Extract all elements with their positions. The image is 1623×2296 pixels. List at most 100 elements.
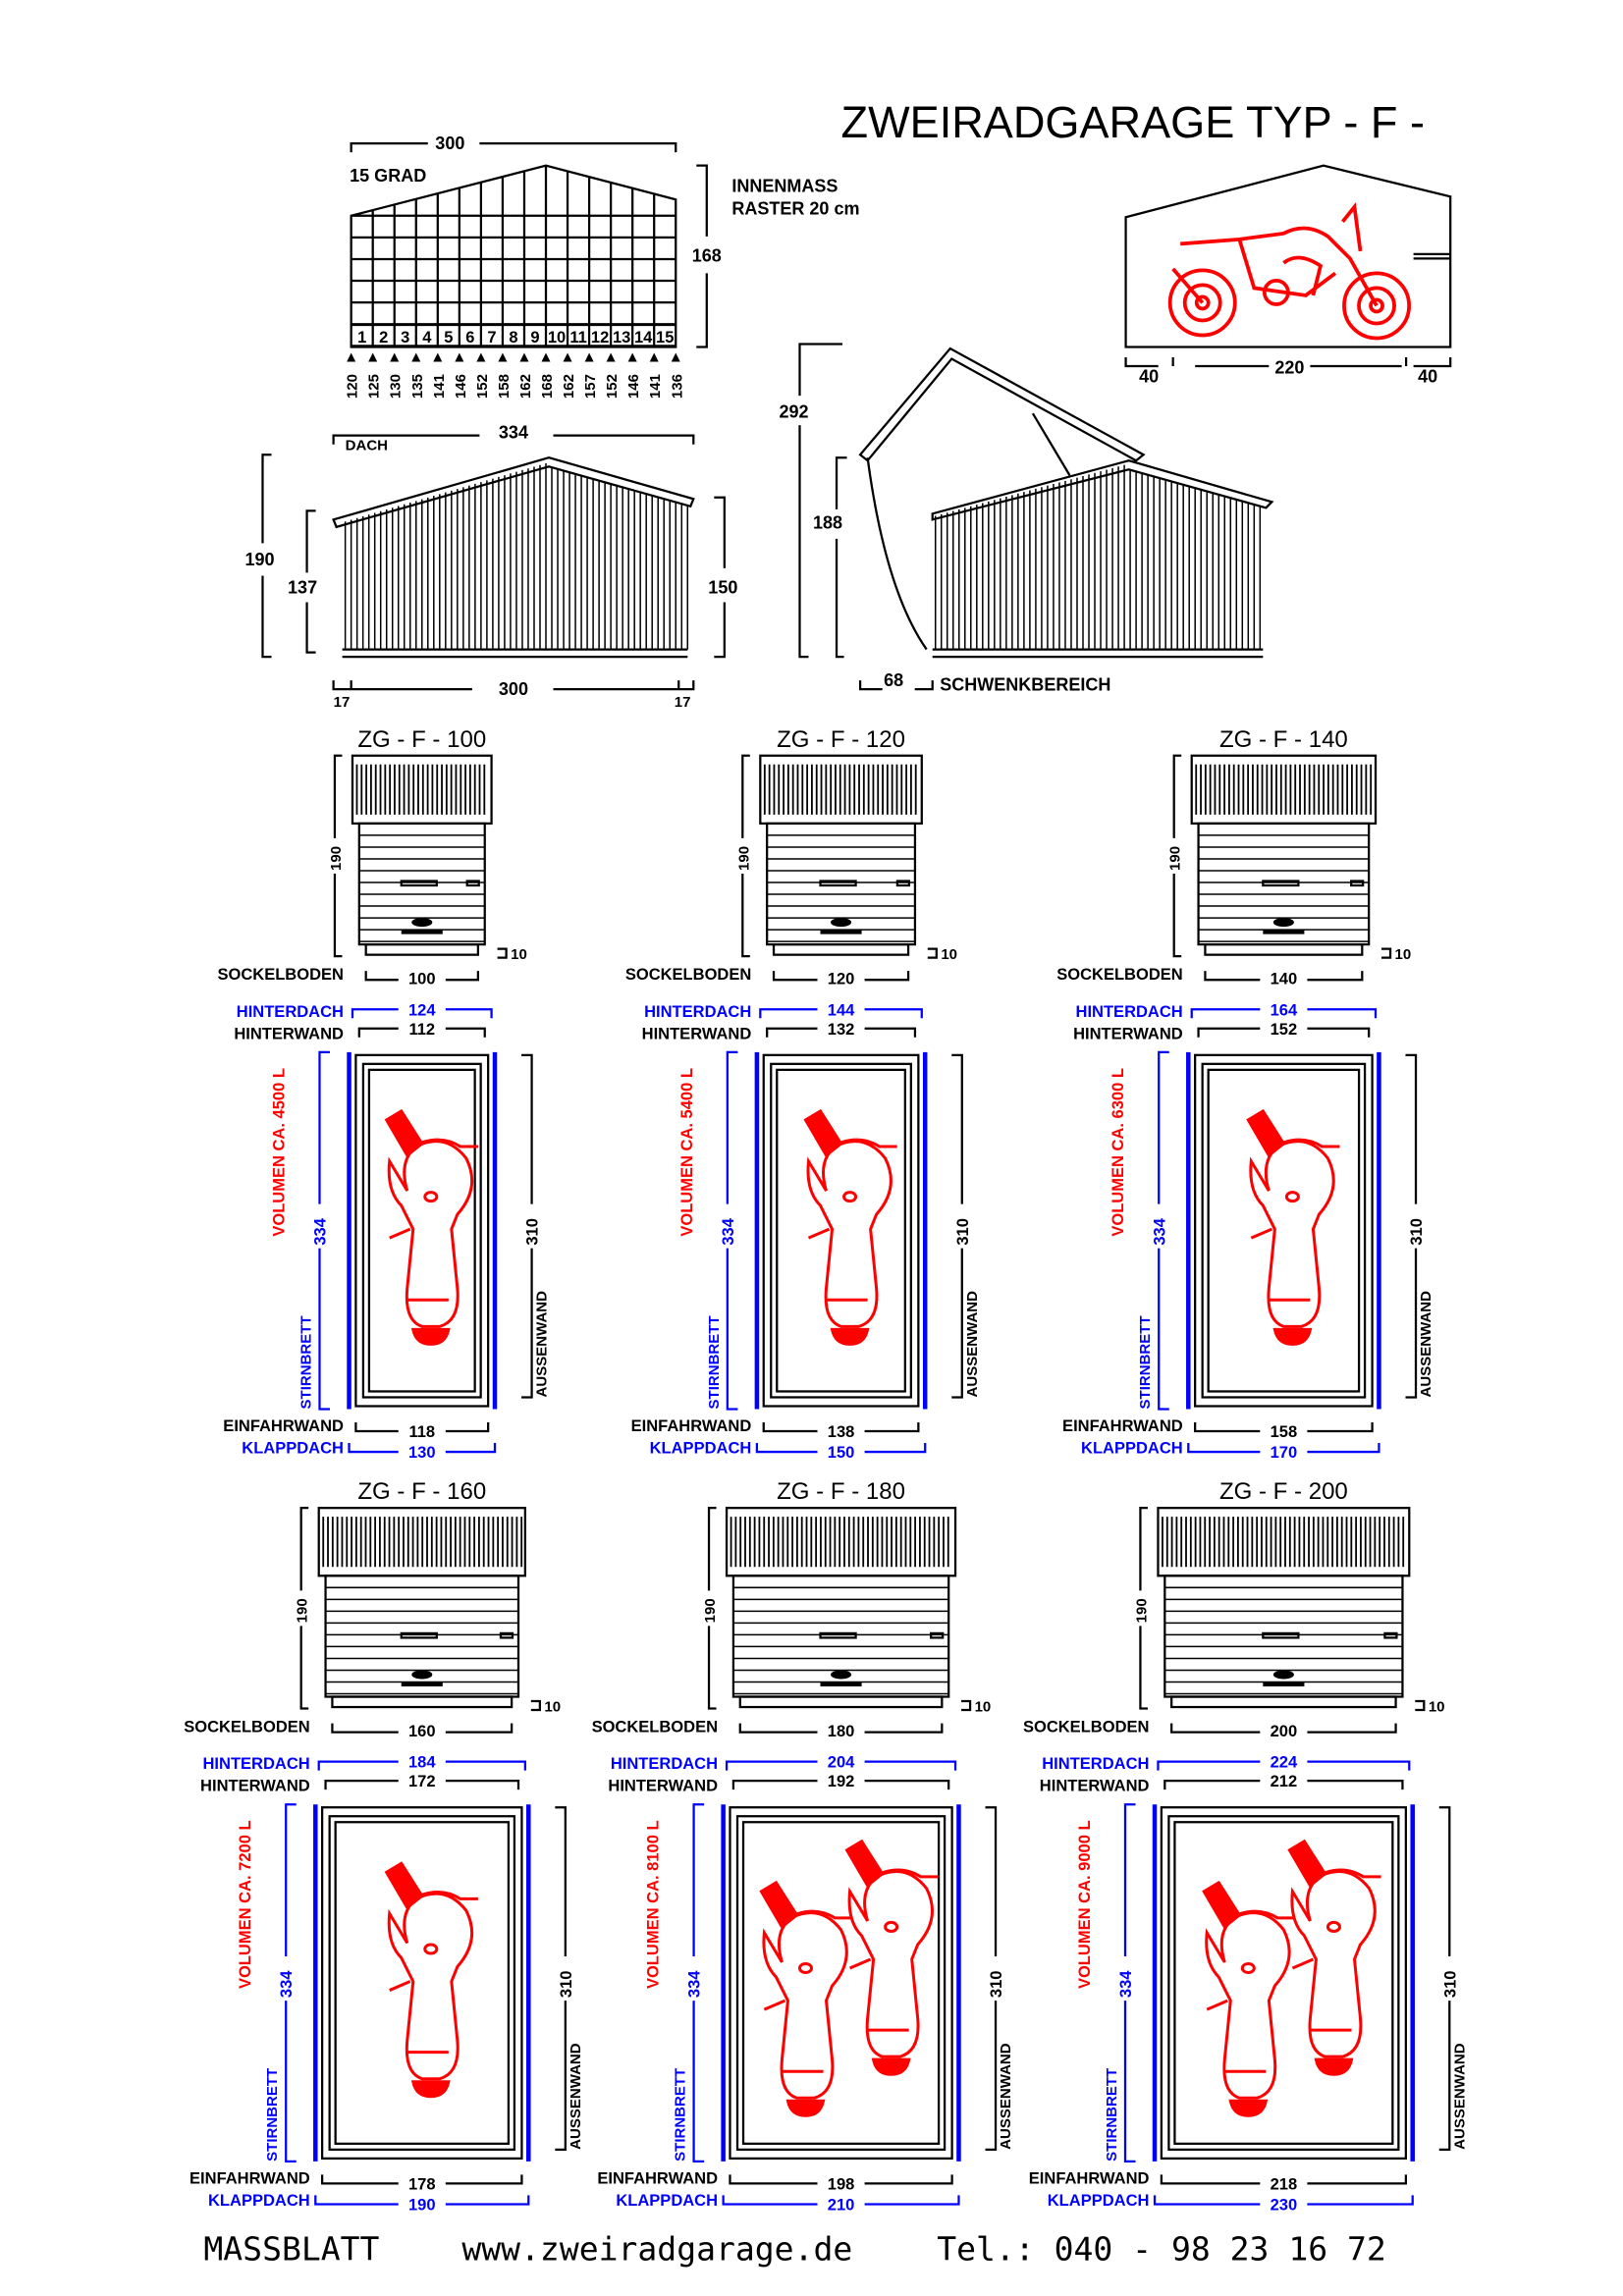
hinterdach-value: 204 — [828, 1753, 855, 1772]
length-dimension — [692, 1803, 705, 2163]
length-label: 334 — [1150, 1217, 1168, 1245]
height-label: 190 — [1167, 846, 1184, 871]
bike-body — [387, 1138, 478, 1328]
plinth-dimension — [927, 947, 938, 959]
hinterwand-value: 112 — [408, 1020, 435, 1039]
hinterdach-dimension — [1190, 1008, 1378, 1019]
side-motorcycle-drawing: 40 220 40 — [1124, 164, 1452, 387]
bike-dim-middle: 220 — [1274, 358, 1304, 378]
sill — [401, 930, 443, 934]
info-innenmass: INNENMASS — [731, 177, 838, 196]
height-dimension — [333, 754, 343, 958]
handlebar-grip — [759, 1880, 799, 1930]
height-dimension — [1172, 754, 1182, 958]
einfahrwand-value: 118 — [408, 1422, 435, 1441]
sill — [820, 1682, 862, 1686]
hinterdach-label: HINTERDACH — [1042, 1754, 1149, 1773]
height-label: 190 — [1133, 1598, 1150, 1623]
hinterwand-value: 152 — [1271, 1020, 1298, 1039]
handlebar-grip — [1202, 1880, 1242, 1930]
sockelboden-value: 160 — [408, 1722, 436, 1740]
volume-label: VOLUMEN CA. 8100 L — [644, 1820, 663, 1989]
stirnbrett-label: STIRNBRETT — [673, 2067, 689, 2162]
hinterdach-label: HINTERDACH — [1076, 1002, 1183, 1021]
sockelboden-value: 200 — [1271, 1722, 1298, 1740]
lock-icon — [831, 918, 852, 928]
bike-dimension-line — [1124, 357, 1452, 368]
garage-outline — [1124, 164, 1452, 348]
klappdach-dimension — [722, 2195, 960, 2206]
hinterdach-value: 184 — [408, 1753, 436, 1772]
grid-column-number: 10 — [548, 328, 566, 347]
inner-length-dimension — [1405, 1053, 1418, 1399]
handle-icon — [400, 1631, 438, 1639]
grid-width-label: 300 — [435, 133, 464, 153]
height-dimension — [707, 1507, 717, 1710]
volume-label: VOLUMEN CA. 9000 L — [1075, 1820, 1094, 1989]
grid-height-value: 146 — [625, 374, 642, 399]
hinterdach-dimension — [317, 1760, 526, 1771]
bike-body — [1205, 1909, 1296, 2100]
sockelboden-dimension — [1170, 1723, 1397, 1734]
einfahrwand-value: 218 — [1271, 2174, 1298, 2193]
rear-light — [410, 2080, 451, 2099]
model-title: ZG - F - 120 — [777, 726, 905, 753]
plan-inner-frame — [770, 1062, 912, 1399]
plan-floor — [776, 1068, 906, 1393]
einfahrwand-dimension — [1194, 1422, 1374, 1433]
roof-dimension-line — [332, 434, 695, 445]
plan-floor — [1173, 1821, 1394, 2145]
hinterwand-label: HINTERWAND — [1073, 1024, 1183, 1042]
sockelboden-label: SOCKELBODEN — [184, 1718, 309, 1736]
sockelboden-value: 100 — [408, 970, 436, 988]
footer-website-link[interactable]: www.zweiradgarage.de — [461, 2230, 852, 2269]
grid-column-number: 9 — [530, 328, 539, 347]
base-plinth — [331, 1695, 514, 1709]
height-marker-icon — [519, 352, 529, 362]
total-height-dim — [261, 454, 272, 659]
sockelboden-dimension — [364, 971, 480, 982]
einfahrwand-value: 158 — [1271, 1422, 1298, 1441]
klappdach-value: 150 — [828, 1443, 855, 1462]
klappdach-dimension — [348, 1443, 497, 1454]
klappdach-label: KLAPPDACH — [208, 2191, 310, 2210]
grid-height-value: 162 — [517, 374, 534, 399]
hinterdach-dimension — [759, 1008, 923, 1019]
bike-tank — [1325, 1920, 1341, 1933]
bike-body — [762, 1909, 853, 2100]
motorcycle-top-icon — [1202, 1880, 1296, 2117]
sockelboden-label: SOCKELBODEN — [1056, 965, 1182, 984]
height-marker-icon — [627, 352, 637, 362]
roof-width-label: 334 — [499, 423, 528, 443]
grid-column-number: 2 — [379, 328, 388, 347]
motorcycle-top-icon — [384, 1108, 478, 1346]
swing-area-label: SCHWENKBEREICH — [940, 675, 1110, 695]
grid-column-number: 7 — [487, 328, 496, 347]
grid-column-number: 14 — [634, 328, 653, 347]
footer-phone: Tel.: 040 - 98 23 16 72 — [937, 2230, 1386, 2269]
vent-icon — [1350, 880, 1365, 887]
klappdach-label: KLAPPDACH — [616, 2191, 718, 2210]
roof-angle-label: 15 GRAD — [350, 166, 426, 186]
plan-inner-frame — [328, 1815, 516, 2151]
aussenwand-label: AUSSENWAND — [534, 1291, 551, 1398]
hinterwand-label: HINTERWAND — [200, 1777, 310, 1795]
back-height-label: 150 — [708, 577, 737, 597]
grid-column-number: 3 — [401, 328, 409, 347]
grid-height-value: 146 — [453, 374, 469, 399]
volume-label: VOLUMEN CA. 5400 L — [677, 1068, 696, 1237]
plan-inner-frame — [1167, 1815, 1400, 2151]
rear-light — [830, 1327, 870, 1346]
plan-outline — [354, 1053, 490, 1408]
sockelboden-dimension — [331, 1723, 514, 1734]
inner-length-label: 310 — [987, 1971, 1005, 1999]
roof-outline — [332, 456, 695, 529]
motorcycle-side-icon — [1167, 202, 1411, 341]
volume-label: VOLUMEN CA. 6300 L — [1109, 1068, 1127, 1237]
sockelboden-label: SOCKELBODEN — [625, 965, 751, 984]
handle-icon — [1262, 880, 1300, 887]
handle-icon — [819, 1631, 857, 1639]
height-marker-icon — [433, 352, 443, 362]
klappdach-dimension — [1153, 2195, 1414, 2206]
